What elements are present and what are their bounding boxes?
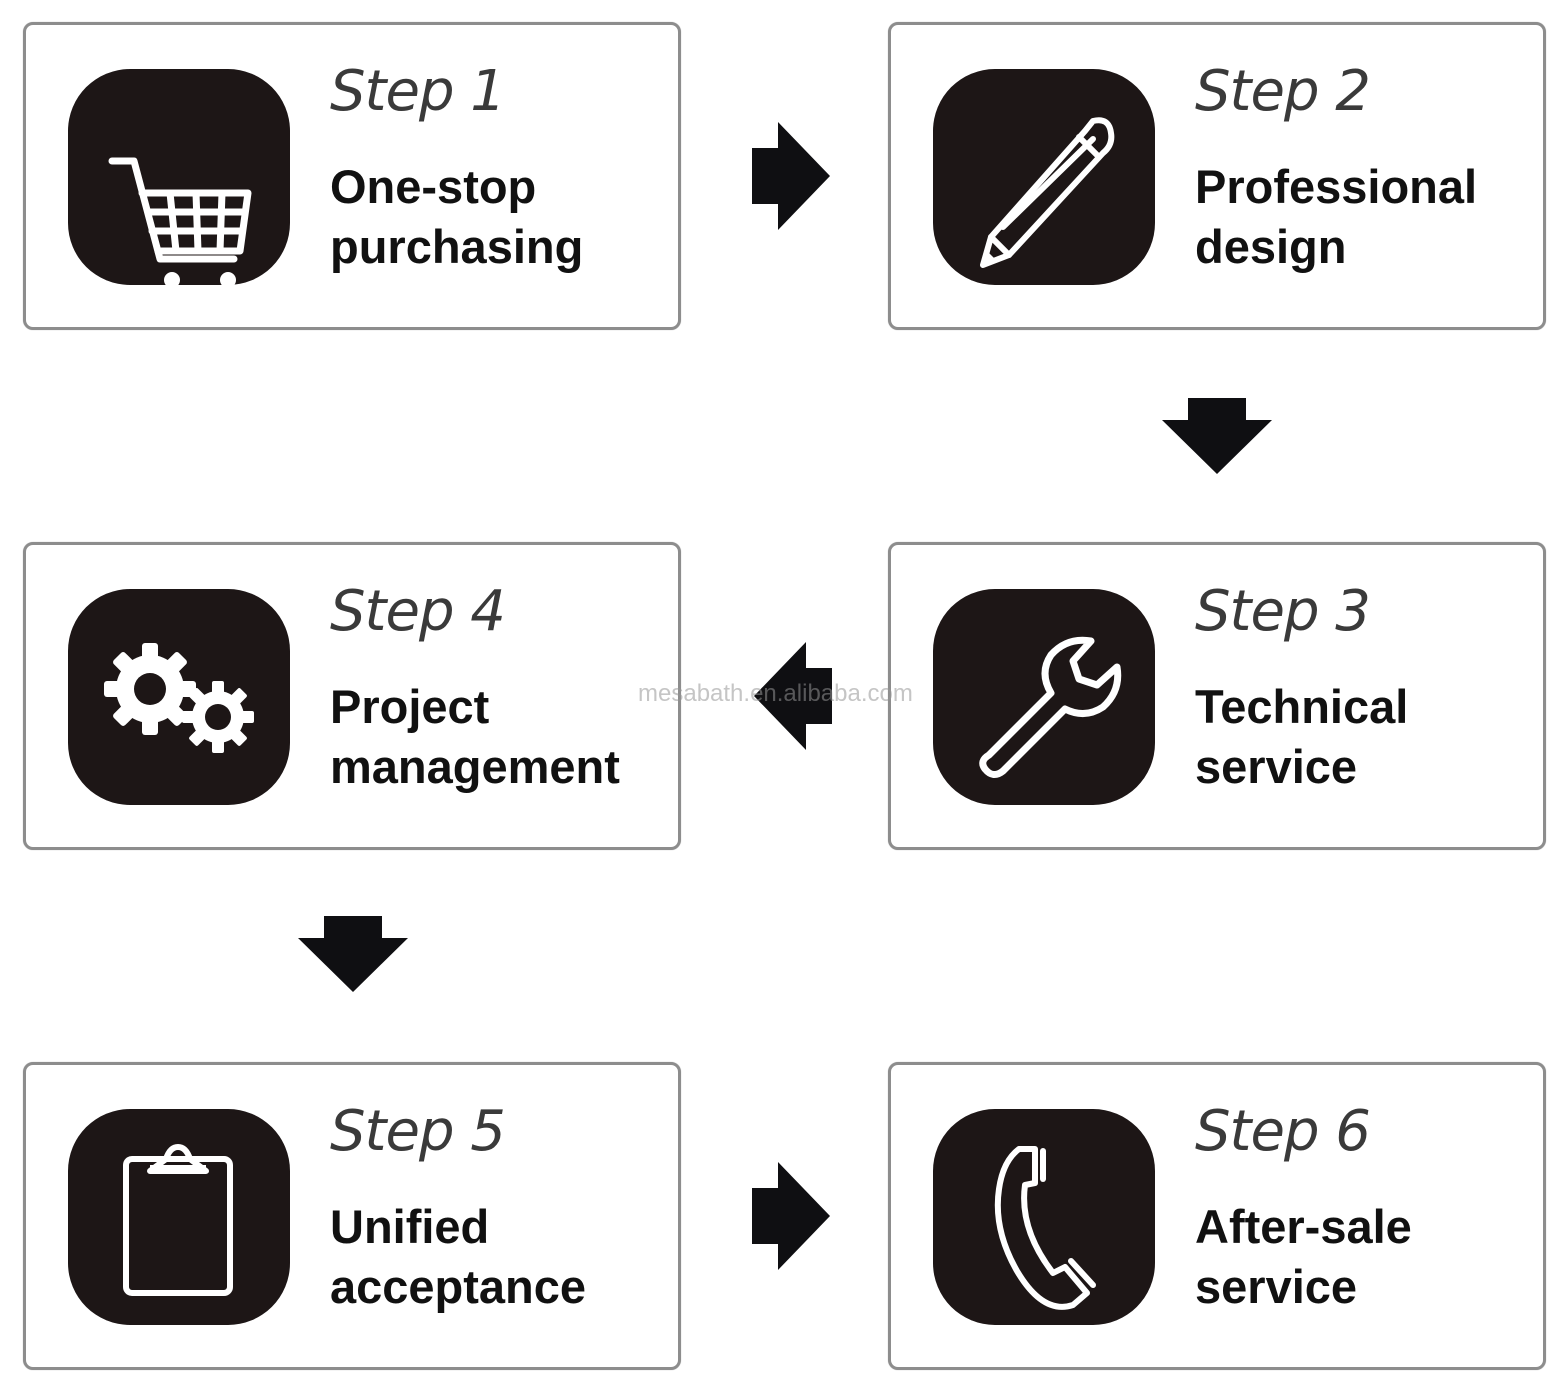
step-2-title-line2: design — [1195, 220, 1347, 273]
step-2-title: Professional design — [1195, 157, 1535, 277]
step-3-title-line1: Technical — [1195, 680, 1409, 733]
step-4-icon-tile — [68, 589, 290, 805]
arrow-right-step1-to-step2 — [752, 122, 830, 230]
step-1-icon-tile — [68, 69, 290, 285]
step-4-card: Step 4 Project management — [23, 542, 681, 850]
step-2-title-line1: Professional — [1195, 160, 1478, 213]
step-3-title: Technical service — [1195, 677, 1535, 797]
step-5-label: Step 5 — [330, 1099, 506, 1164]
step-4-label: Step 4 — [330, 579, 506, 644]
step-5-icon-tile — [68, 1109, 290, 1325]
watermark: mesabath.en.alibaba.com — [638, 680, 913, 707]
shopping-cart-icon — [108, 157, 252, 285]
step-5-title-line1: Unified — [330, 1200, 490, 1253]
arrow-down-step4-to-step5 — [298, 916, 408, 992]
wrench-icon — [979, 636, 1122, 778]
step-6-icon-tile — [933, 1109, 1155, 1325]
step-1-title: One-stop purchasing — [330, 157, 670, 277]
step-4-title-line1: Project — [330, 680, 490, 733]
step-3-title-line2: service — [1195, 740, 1358, 793]
step-2-label: Step 2 — [1195, 59, 1371, 124]
step-1-title-line2: purchasing — [330, 220, 584, 273]
step-6-card: Step 6 After-sale service — [888, 1062, 1546, 1370]
pencil-icon — [980, 117, 1115, 268]
step-6-title-line1: After-sale — [1195, 1200, 1412, 1253]
step-1-title-line1: One-stop — [330, 160, 537, 213]
arrow-right-step5-to-step6 — [752, 1162, 830, 1270]
clipboard-icon — [123, 1144, 233, 1296]
arrow-down-step2-to-step3 — [1162, 398, 1272, 474]
step-1-label: Step 1 — [330, 59, 506, 124]
step-3-label: Step 3 — [1195, 579, 1371, 644]
phone-icon — [994, 1146, 1096, 1310]
step-5-title-line2: acceptance — [330, 1260, 587, 1313]
step-6-label: Step 6 — [1195, 1099, 1371, 1164]
step-6-title: After-sale service — [1195, 1197, 1535, 1317]
step-6-title-line2: service — [1195, 1260, 1358, 1313]
step-3-card: Step 3 Technical service — [888, 542, 1546, 850]
step-4-title: Project management — [330, 677, 670, 797]
arrow-left-step3-to-step4 — [754, 642, 832, 750]
step-2-icon-tile — [933, 69, 1155, 285]
gears-icon — [104, 643, 254, 753]
step-5-title: Unified acceptance — [330, 1197, 670, 1317]
step-2-card: Step 2 Professional design — [888, 22, 1546, 330]
step-4-title-line2: management — [330, 740, 620, 793]
step-5-card: Step 5 Unified acceptance — [23, 1062, 681, 1370]
step-1-card: Step 1 One-stop purchasing — [23, 22, 681, 330]
step-3-icon-tile — [933, 589, 1155, 805]
